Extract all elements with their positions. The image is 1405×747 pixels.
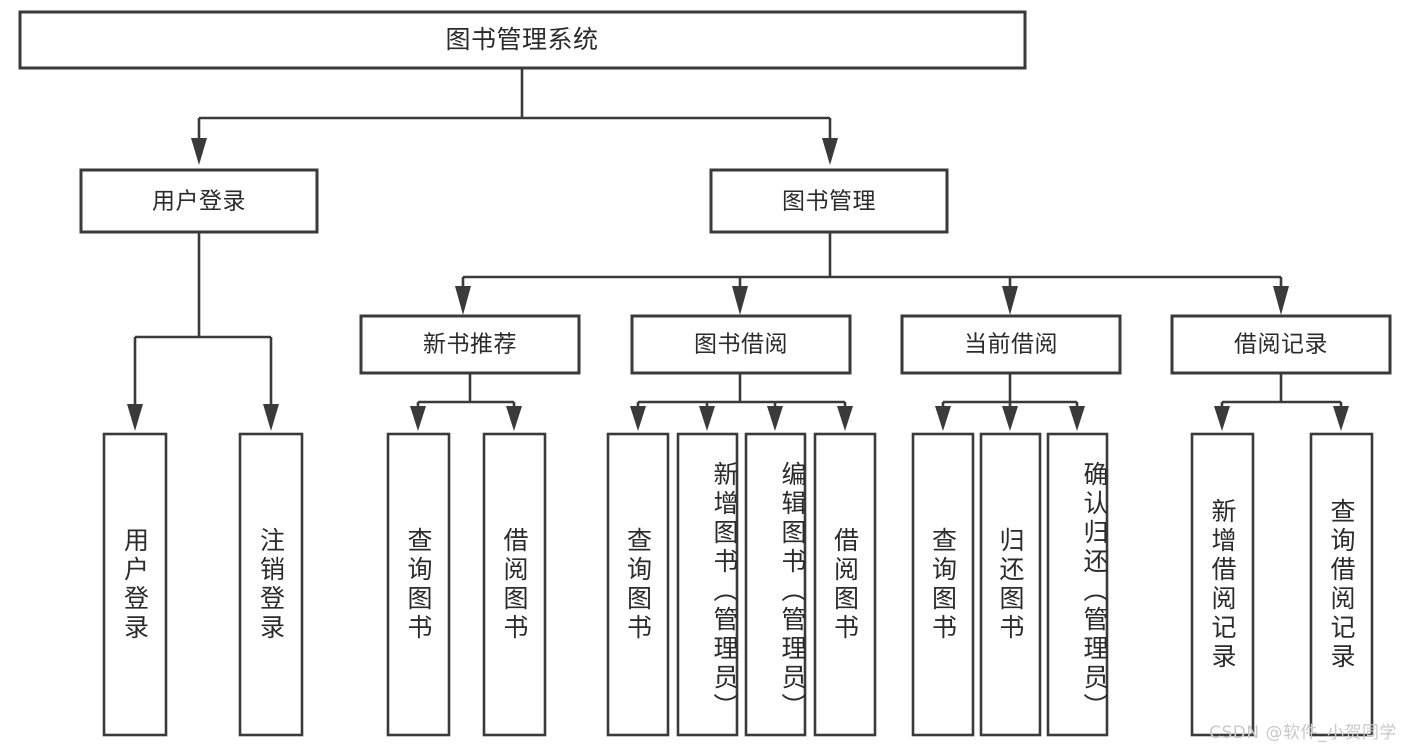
leaf-box-user-logout[interactable] [238, 432, 304, 737]
arrow-head-leaf-user-logout [263, 404, 279, 431]
arrow-head-book-borrow [732, 286, 748, 315]
node-root-box[interactable] [18, 10, 1027, 70]
arrow-head-leaf-add-book [699, 406, 715, 431]
arrow-head-user-login [191, 138, 207, 165]
arrow-head-leaf-edit-book [767, 406, 783, 431]
node-borrow-record-box[interactable] [1170, 314, 1392, 375]
csdn-watermark: CSDN @软件_小贺同学 [1209, 723, 1397, 743]
connector-group-root [191, 68, 838, 165]
connector-group-current-borrow [935, 373, 1085, 431]
arrow-head-new-book-recommend [455, 286, 471, 315]
leaf-box-add-book[interactable] [676, 432, 739, 737]
leaf-box-add-record[interactable] [1190, 432, 1255, 737]
node-new-book-recommend-box[interactable] [359, 314, 581, 375]
arrow-head-borrow-record [1273, 286, 1289, 315]
arrow-head-leaf-return-book [1002, 406, 1018, 431]
arrow-head-leaf-borrow-book-2 [837, 406, 853, 431]
node-book-management[interactable]: 图书管理 [709, 168, 949, 234]
node-book-management-box[interactable] [709, 168, 949, 234]
node-user-login[interactable]: 用户登录 [79, 168, 319, 234]
connector-group-new-book-recommend [410, 373, 522, 431]
node-borrow-record-label: 借阅记录 [1234, 332, 1328, 358]
arrow-head-leaf-query-book-1 [410, 406, 426, 431]
arrow-head-leaf-query-book-3 [935, 406, 951, 431]
node-book-borrow-box[interactable] [630, 314, 852, 375]
node-new-book-recommend-label: 新书推荐 [423, 332, 517, 358]
connector-group-book-management [455, 232, 1289, 315]
node-book-borrow-label: 图书借阅 [694, 332, 788, 358]
arrow-head-current-borrow [1002, 286, 1018, 315]
leaf-box-edit-book[interactable] [744, 432, 807, 737]
leaf-box-confirm-return[interactable] [1046, 432, 1109, 737]
node-borrow-record[interactable]: 借阅记录 [1170, 314, 1392, 375]
node-current-borrow-box[interactable] [900, 314, 1122, 375]
node-book-management-label: 图书管理 [782, 189, 876, 215]
node-current-borrow-label: 当前借阅 [964, 332, 1058, 358]
connector-group-user-login [127, 232, 279, 431]
leaf-box-return-book[interactable] [979, 432, 1042, 737]
connector-group-book-borrow [630, 373, 853, 431]
node-current-borrow[interactable]: 当前借阅 [900, 314, 1122, 375]
arrow-head-leaf-query-record [1333, 406, 1349, 431]
arrow-head-leaf-add-record [1214, 406, 1230, 431]
connector-group-borrow-record [1214, 373, 1349, 431]
node-root-label: 图书管理系统 [445, 25, 598, 54]
node-new-book-recommend[interactable]: 新书推荐 [359, 314, 581, 375]
leaf-box-query-book-3[interactable] [911, 432, 975, 737]
node-user-login-label: 用户登录 [152, 189, 246, 215]
leaf-box-user-login[interactable] [102, 432, 168, 737]
leaf-box-borrow-book-2[interactable] [813, 432, 877, 737]
leaf-box-query-book-2[interactable] [606, 432, 670, 737]
arrow-head-leaf-query-book-2 [630, 406, 646, 431]
node-root[interactable]: 图书管理系统 [18, 10, 1027, 70]
leaf-box-borrow-book-1[interactable] [482, 432, 547, 737]
leaf-box-query-book-1[interactable] [386, 432, 451, 737]
arrow-head-leaf-user-login [127, 404, 143, 431]
arrow-head-leaf-borrow-book-1 [506, 406, 522, 431]
leaf-box-query-record[interactable] [1309, 432, 1374, 737]
node-user-login-box[interactable] [79, 168, 319, 234]
arrow-head-book-management [822, 138, 838, 165]
leaf-node-group [102, 432, 1374, 737]
node-book-borrow[interactable]: 图书借阅 [630, 314, 852, 375]
arrow-head-leaf-confirm-return [1069, 406, 1085, 431]
